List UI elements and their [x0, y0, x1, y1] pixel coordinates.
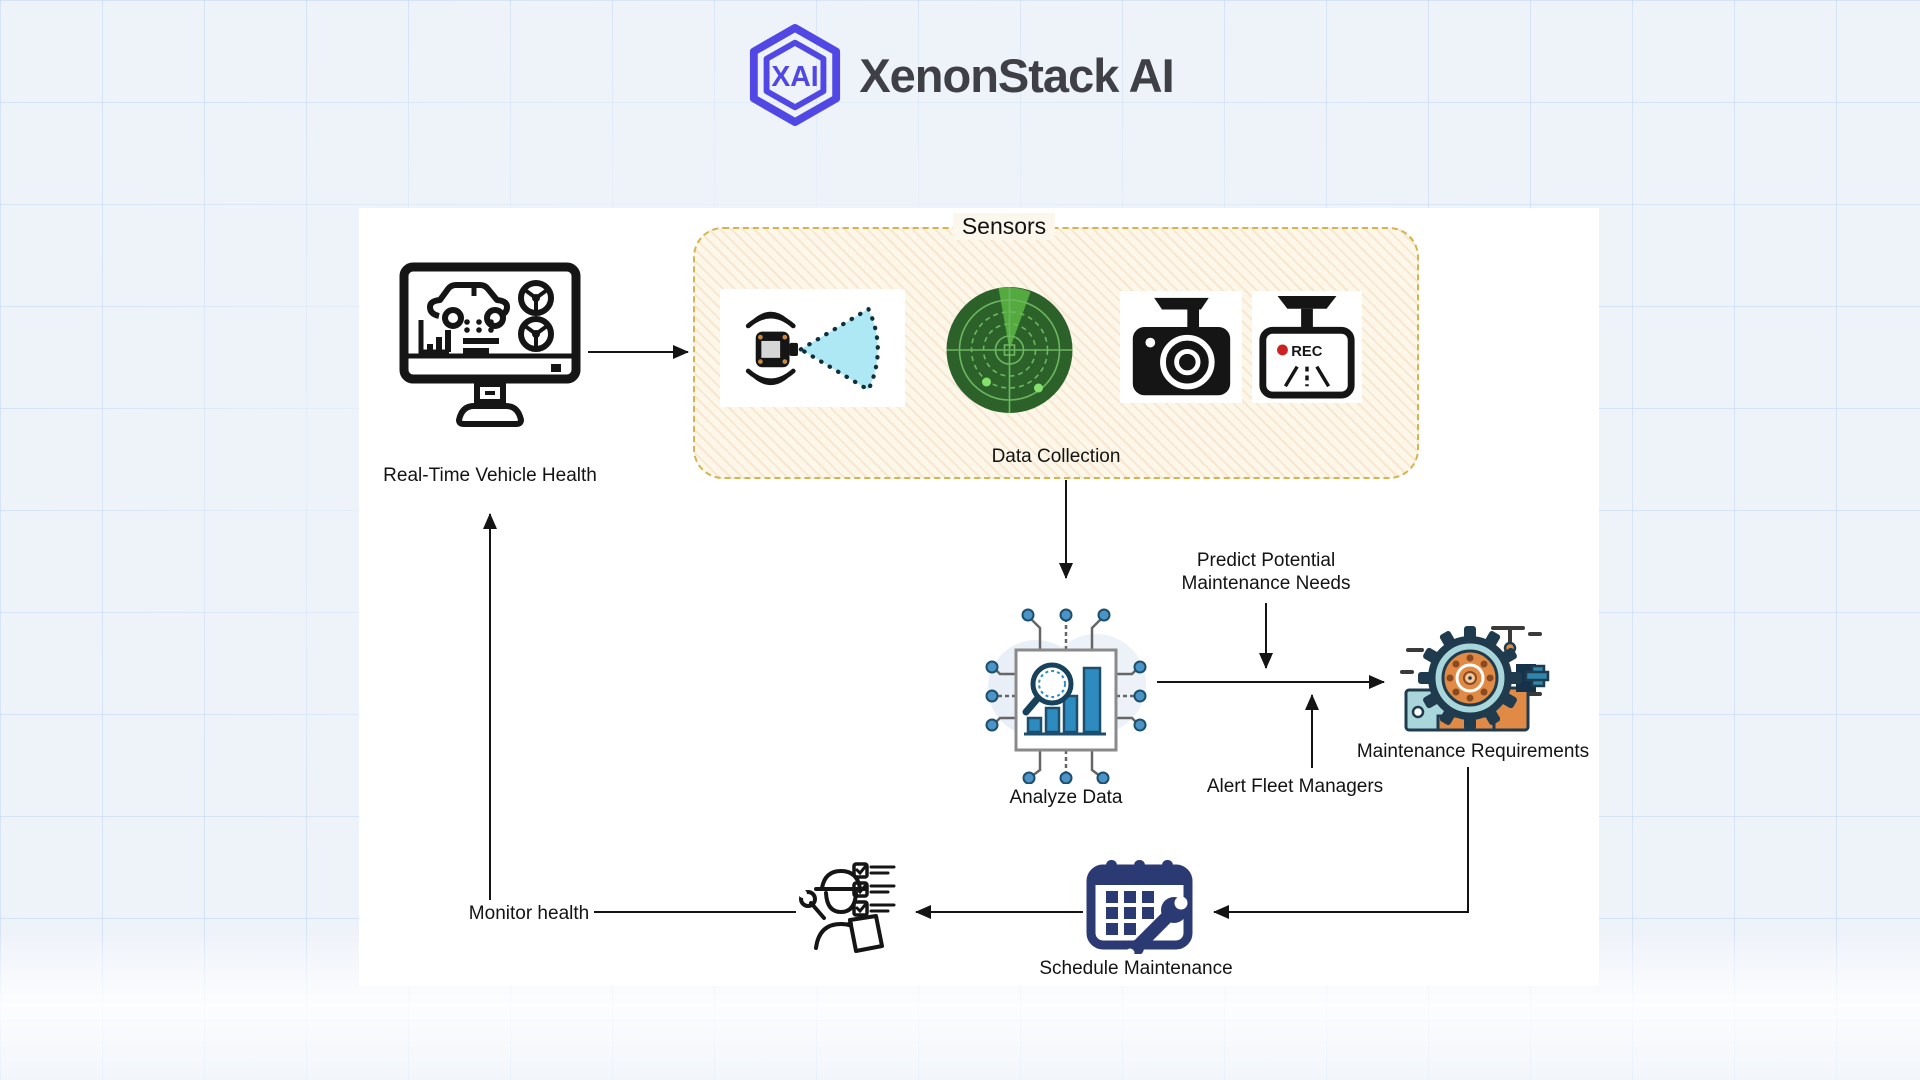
sensors-title: Sensors [952, 213, 1056, 240]
schedule-maintenance-label: Schedule Maintenance [1039, 958, 1233, 979]
alert-fleet-managers-label: Alert Fleet Managers [1206, 776, 1384, 797]
technician-checklist-icon [799, 862, 896, 953]
maintenance-requirements-icon [1400, 626, 1550, 732]
maintenance-requirements-label: Maintenance Requirements [1356, 741, 1590, 762]
predict-label-line1: Predict Potential [1196, 550, 1336, 571]
camera-tile [1120, 291, 1242, 403]
schedule-maintenance-icon [1086, 860, 1193, 954]
sensors-group: Sensors [693, 213, 1419, 479]
predict-label-line2: Maintenance Needs [1181, 573, 1351, 594]
proximity-sensor-icon [745, 306, 880, 392]
vehicle-health-monitor-icon [399, 262, 581, 427]
brand-header: XAI XenonStack AI [0, 24, 1920, 126]
proximity-sensor-tile [720, 289, 905, 407]
predict-label: Predict Potential Maintenance Needs [1182, 549, 1351, 595]
analyze-data-label: Analyze Data [1009, 787, 1123, 808]
xenonstack-logo-icon: XAI [750, 24, 841, 126]
data-collection-label: Data Collection [991, 446, 1121, 467]
dashcam-tile: REC [1252, 291, 1362, 403]
radar-icon [946, 287, 1073, 413]
monitor-health-label: Monitor health [468, 903, 590, 924]
dashcam-icon: REC [1259, 295, 1355, 399]
radar-tile [942, 285, 1078, 417]
camera-icon [1132, 297, 1231, 396]
vehicle-health-label: Real-Time Vehicle Health [383, 465, 597, 486]
analyze-data-icon [985, 608, 1147, 784]
brand-name: XenonStack AI [859, 48, 1174, 102]
logo-monogram: XAI [772, 61, 819, 93]
dashcam-rec-badge: REC [1291, 344, 1322, 360]
